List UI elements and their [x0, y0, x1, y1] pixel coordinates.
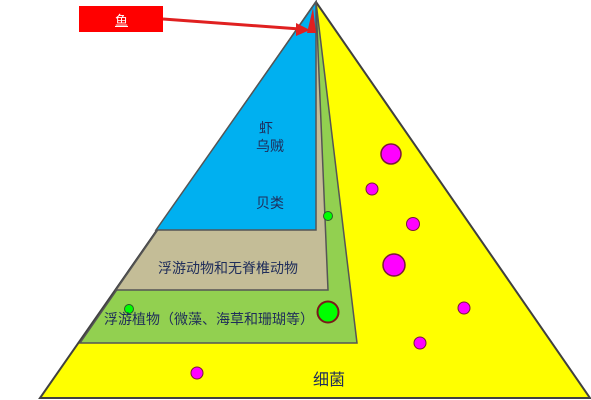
bacteria-label: 细菌 — [313, 370, 346, 389]
phytoplankton-dot — [316, 300, 340, 324]
bacteria-dot — [365, 182, 379, 196]
apex-red-tip — [307, 8, 316, 33]
phytoplankton-dot — [124, 304, 134, 314]
bacteria-dot — [457, 301, 471, 315]
bacteria-dot — [190, 366, 204, 380]
phytoplankton-dot — [323, 211, 333, 221]
phytoplankton-label: 浮游植物（微藻、海草和珊瑚等） — [104, 312, 314, 328]
fish-label: 鱼 — [115, 14, 129, 29]
shrimp-label: 虾 — [259, 121, 273, 137]
fish-label-box — [79, 6, 163, 32]
fish-pointer-arrowhead — [296, 23, 310, 36]
fish-pointer-line — [162, 17, 301, 31]
bacteria-dot — [406, 217, 420, 231]
bacteria-dot — [382, 253, 406, 277]
bacteria-dot — [413, 336, 427, 350]
shellfish-label: 贝类 — [256, 196, 284, 212]
zooplankton-label: 浮游动物和无脊椎动物 — [158, 261, 298, 277]
top-consumer-layer — [154, 0, 317, 231]
bacteria-dot — [380, 143, 402, 165]
squid-label: 乌贼 — [256, 139, 284, 155]
